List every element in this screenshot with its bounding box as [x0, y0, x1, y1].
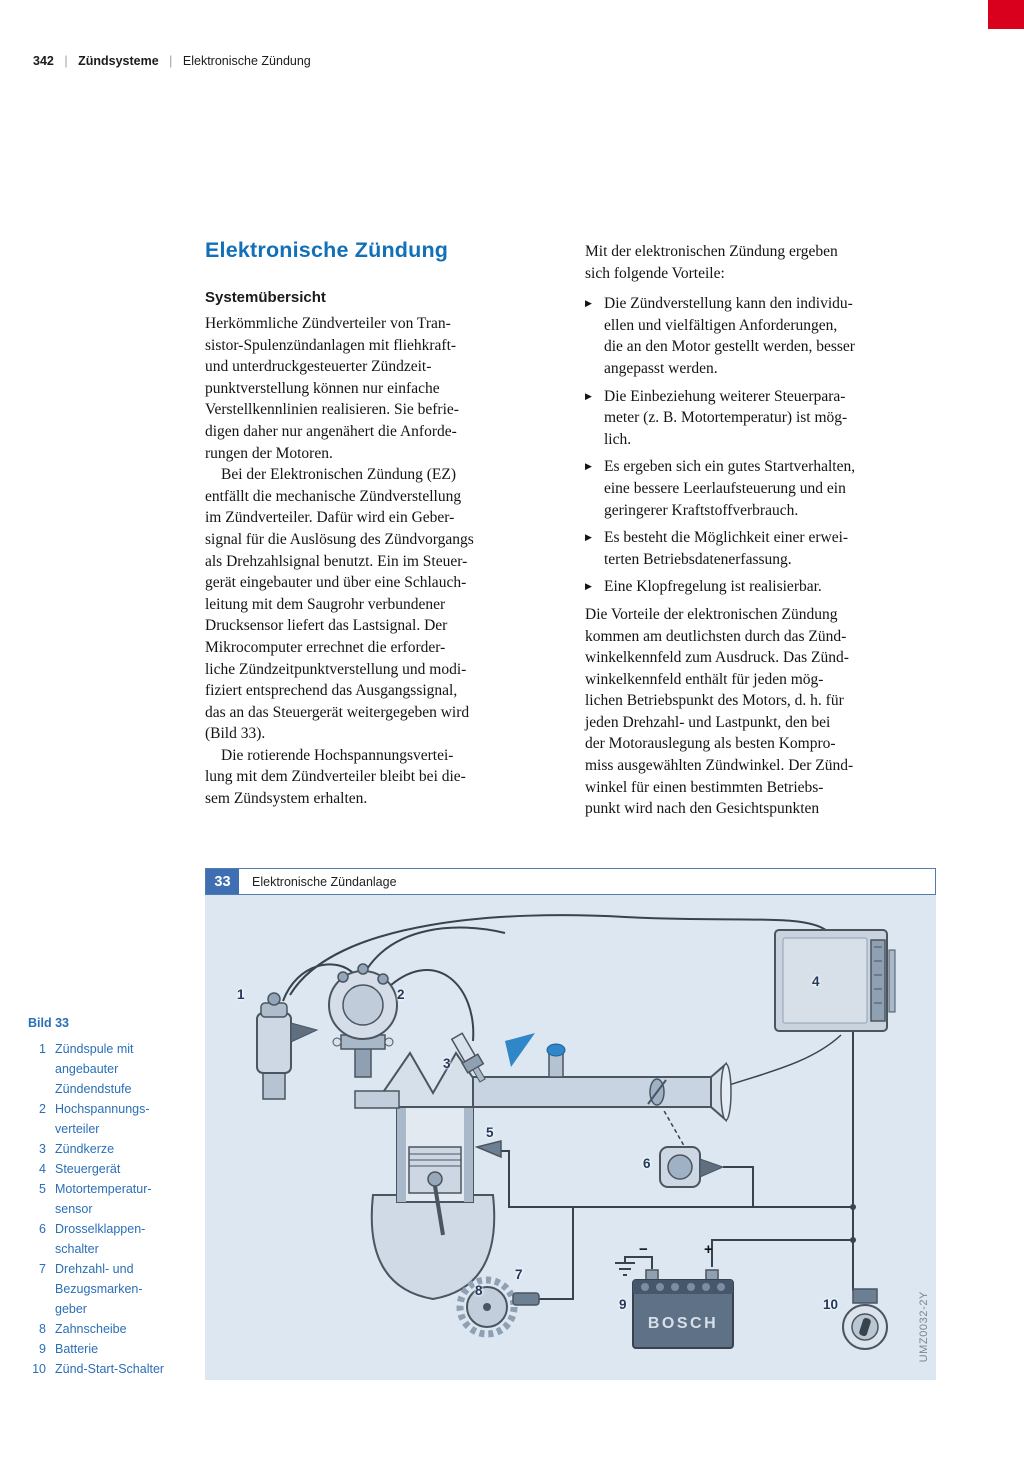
figure-number-badge: 33	[206, 869, 239, 894]
legend-label: Zahnscheibe	[55, 1322, 127, 1336]
figure-diagram-area: BOSCH 1 2 3 4 5 6 7 8 9 10 − +	[205, 895, 936, 1380]
bullet-triangle-icon: ▶	[585, 581, 592, 592]
legend-num: 4	[39, 1162, 46, 1176]
list-item: ▶ Die Zündverstellung kann den individu-…	[585, 293, 945, 379]
highlight-arrow	[505, 1033, 535, 1067]
legend-item: 10 Zünd-Start-Schalter	[28, 1359, 190, 1379]
list-item: ▶ Die Einbeziehung weiterer Steuerpara- …	[585, 386, 945, 451]
running-header: 342 | Zündsysteme | Elektronische Zündun…	[33, 54, 311, 68]
intake-manifold	[472, 1043, 732, 1123]
bullet-triangle-icon: ▶	[585, 390, 592, 401]
legend-title: Bild 33	[28, 1016, 69, 1030]
toothed-wheel	[456, 1276, 518, 1338]
legend-num: 7	[39, 1262, 46, 1276]
callout-2: 2	[397, 987, 405, 1002]
throttle-switch	[659, 1146, 725, 1188]
legend-item: 7 Drehzahl- und Bezugsmarken- geber	[28, 1259, 190, 1319]
figure-reference-code: UMZ0032-2Y	[918, 1290, 930, 1362]
list-item-text: Es ergeben sich ein gutes Startverhalten…	[604, 458, 856, 519]
legend-item: 9 Batterie	[28, 1339, 190, 1359]
callout-4: 4	[812, 974, 820, 989]
figure-header: 33 Elektronische Zündanlage	[205, 868, 936, 895]
callout-1: 1	[237, 987, 245, 1002]
legend-item: 3 Zündkerze	[28, 1139, 190, 1159]
advantages-intro: Mit der elektronischen Zündung ergeben s…	[585, 243, 838, 282]
list-item: ▶ Es ergeben sich ein gutes Startverhalt…	[585, 456, 945, 521]
temperature-sensor	[474, 1140, 502, 1159]
legend-label: Zündspule mit angebauter Zündendstufe	[55, 1042, 134, 1096]
callout-7: 7	[515, 1267, 523, 1282]
legend-label: Zünd-Start-Schalter	[55, 1362, 165, 1376]
page-title: Elektronische Zündung	[205, 238, 449, 262]
legend-num: 9	[39, 1342, 46, 1356]
legend-num: 5	[39, 1182, 46, 1196]
figure-legend: Bild 33 1 Zündspule mit angebauter Zünden…	[28, 1016, 190, 1379]
bullet-triangle-icon: ▶	[585, 532, 592, 543]
legend-num: 1	[39, 1042, 46, 1056]
legend-num: 8	[39, 1322, 46, 1336]
legend-item: 4 Steuergerät	[28, 1159, 190, 1179]
left-column: Elektronische Zündung Systemübersicht He…	[205, 238, 565, 810]
legend-num: 2	[39, 1102, 46, 1116]
legend-item: 1 Zündspule mit angebauter Zündendstufe	[28, 1039, 190, 1099]
list-item: ▶ Es besteht die Möglichkeit einer erwei…	[585, 527, 945, 570]
legend-label: Zündkerze	[55, 1142, 115, 1156]
list-item-text: Eine Klopfregelung ist realisierbar.	[604, 578, 822, 596]
paragraph: Die Vorteile der elektronischen Zündung …	[585, 605, 854, 818]
ignition-system-diagram: BOSCH	[256, 914, 896, 1350]
battery: BOSCH	[632, 1269, 734, 1349]
legend-item: 6 Drosselklappen- schalter	[28, 1219, 190, 1259]
paragraph: Die rotierende Hochspannungsvertei- lung…	[205, 746, 466, 808]
legend-label: Batterie	[55, 1342, 99, 1356]
page-number: 342	[33, 54, 54, 68]
legend-label: Steuergerät	[55, 1162, 121, 1176]
callout-10: 10	[823, 1297, 839, 1312]
callout-6: 6	[643, 1156, 651, 1171]
list-item-text: Die Einbeziehung weiterer Steuerpara- me…	[604, 387, 848, 448]
callout-9: 9	[619, 1297, 627, 1312]
legend-label: Drehzahl- und Bezugsmarken- geber	[55, 1262, 143, 1316]
legend-item: 8 Zahnscheibe	[28, 1319, 190, 1339]
figure-33: 33 Elektronische Zündanlage	[205, 868, 936, 1380]
distributor	[328, 963, 398, 1078]
publisher-logo	[988, 0, 1024, 29]
legend-num: 6	[39, 1222, 46, 1236]
right-column: Mit der elektronischen Zündung ergeben s…	[585, 241, 945, 820]
callout-5: 5	[486, 1125, 494, 1140]
legend-label: Hochspannungs- verteiler	[55, 1102, 150, 1136]
legend-num: 10	[32, 1362, 46, 1376]
header-chapter: Elektronische Zündung	[182, 54, 311, 68]
header-section: Zündsysteme	[78, 54, 159, 68]
legend-label: Motortemperatur- sensor	[55, 1182, 152, 1216]
engine-crankcase	[370, 1194, 496, 1301]
legend-num: 3	[39, 1142, 46, 1156]
list-item-text: Die Zündverstellung kann den individu- e…	[604, 295, 855, 377]
legend-label: Drosselklappen- schalter	[55, 1222, 146, 1256]
spark-plug	[450, 1032, 486, 1083]
ignition-coil	[256, 992, 319, 1100]
ignition-start-switch	[842, 1288, 888, 1350]
bullet-triangle-icon: ▶	[585, 298, 592, 309]
bullet-triangle-icon: ▶	[585, 461, 592, 472]
figure-caption: Elektronische Zündanlage	[252, 874, 397, 889]
header-separator: |	[169, 54, 173, 68]
legend-item: 5 Motortemperatur- sensor	[28, 1179, 190, 1219]
wiring-harness	[282, 914, 856, 1300]
advantages-list: ▶ Die Zündverstellung kann den individu-…	[585, 293, 945, 598]
battery-minus-sign: −	[639, 1241, 648, 1258]
battery-plus-sign: +	[704, 1241, 713, 1258]
speed-sensor	[512, 1292, 540, 1306]
header-separator: |	[64, 54, 68, 68]
paragraph: Bei der Elektronischen Zündung (EZ) entf…	[205, 466, 474, 743]
paragraph: Herkömmliche Zündverteiler von Tran- sis…	[205, 315, 459, 462]
section-heading: Systemübersicht	[205, 289, 326, 306]
control-unit	[774, 929, 896, 1032]
callout-3: 3	[443, 1056, 451, 1071]
callout-8: 8	[475, 1283, 483, 1298]
legend-item: 2 Hochspannungs- verteiler	[28, 1099, 190, 1139]
battery-brand-label: BOSCH	[648, 1315, 718, 1332]
list-item: ▶ Eine Klopfregelung ist realisierbar.	[585, 576, 945, 598]
list-item-text: Es besteht die Möglichkeit einer erwei- …	[604, 529, 849, 568]
